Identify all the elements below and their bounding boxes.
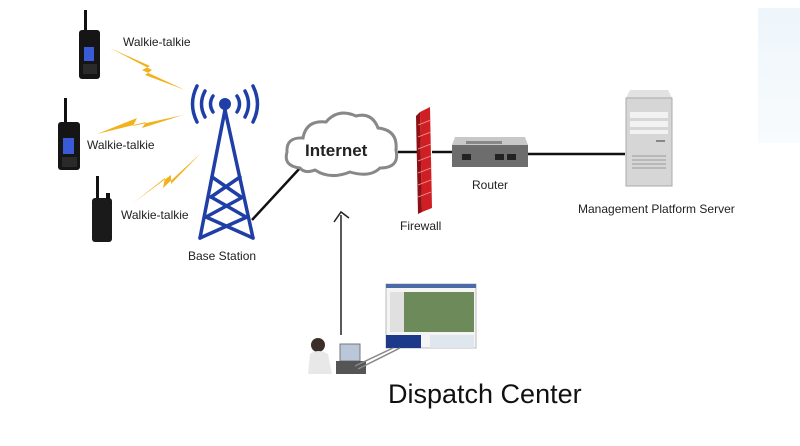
background-panel <box>758 8 800 143</box>
firewall-icon <box>416 107 432 214</box>
internet-cloud-icon: Internet <box>284 111 399 177</box>
server-icon <box>625 90 673 187</box>
base-station-tower-icon <box>190 84 260 240</box>
dispatch-screen-icon <box>385 283 477 349</box>
router-icon <box>452 137 528 167</box>
firewall-label: Firewall <box>400 219 442 233</box>
dispatch-center-title: Dispatch Center <box>388 379 582 409</box>
dispatch-arrow <box>333 210 350 335</box>
base-station-label: Base Station <box>188 249 257 263</box>
walkie-talkie-label-3: Walkie-talkie <box>121 208 189 222</box>
walkie-talkie-label-2: Walkie-talkie <box>87 138 155 152</box>
walkie-talkie-icon <box>92 176 112 242</box>
lightning-icon <box>133 153 201 203</box>
dispatcher-operator-icon <box>308 338 401 374</box>
walkie-talkie-label-1: Walkie-talkie <box>123 35 191 49</box>
lightning-icon <box>97 115 183 134</box>
lightning-icon <box>110 48 185 90</box>
walkie-talkie-icon <box>79 10 100 79</box>
walkie-talkie-icon <box>58 98 80 170</box>
router-label: Router <box>472 178 509 192</box>
internet-label: Internet <box>305 141 368 160</box>
edge-base-internet <box>251 167 301 221</box>
server-label: Management Platform Server <box>578 202 735 216</box>
